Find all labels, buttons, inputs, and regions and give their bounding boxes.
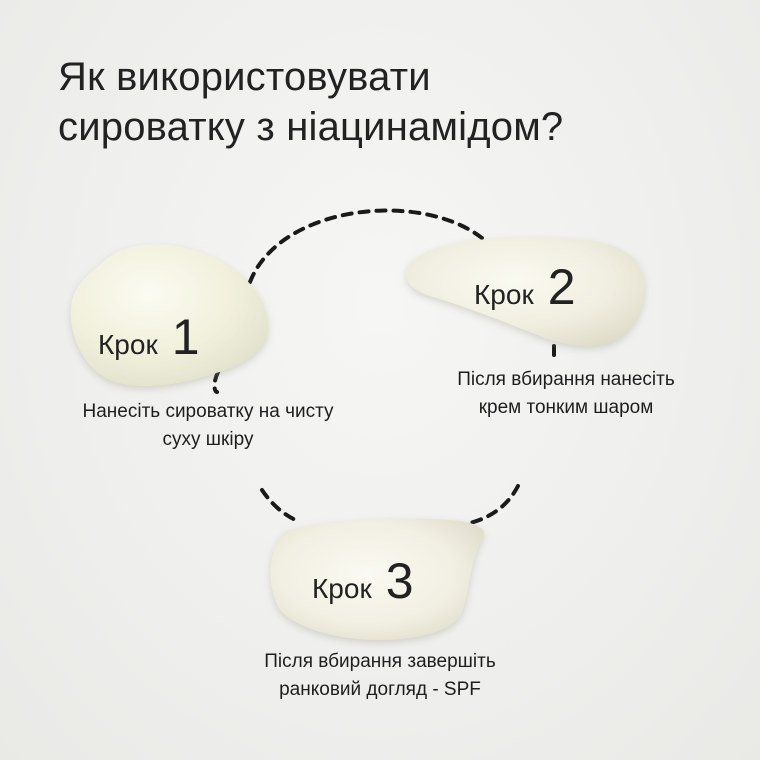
step-2-label: Крок 2	[474, 262, 576, 312]
step-2-desc-line-1: Після вбирання нанесіть	[457, 369, 675, 390]
page-title: Як використовувати сироватку з ніацинамі…	[58, 52, 698, 152]
step-1-label: Крок 1	[98, 312, 200, 362]
cream-smear-2	[405, 237, 645, 347]
cream-smear-3	[270, 518, 485, 640]
connector-1-3	[212, 370, 302, 524]
step-3-description: Після вбирання завершіть ранковий догляд…	[200, 648, 560, 704]
step-3-word: Крок	[312, 573, 372, 604]
step-3-label: Крок 3	[312, 556, 414, 606]
step-3-desc-line-2: ранковий догляд - SPF	[279, 679, 481, 700]
step-1-word: Крок	[98, 329, 158, 360]
step-3-desc-line-1: Після вбирання завершіть	[264, 651, 496, 672]
connector-2-3	[464, 344, 556, 526]
step-2-description: Після вбирання нанесіть крем тонким шаро…	[396, 366, 736, 422]
title-line-2: сироватку з ніацинамідом?	[58, 105, 564, 149]
step-2-desc-line-2: крем тонким шаром	[478, 397, 654, 418]
step-2-number: 2	[547, 259, 576, 315]
cream-smear-1	[70, 244, 269, 387]
step-1-desc-line-1: Нанесіть сироватку на чисту	[82, 401, 334, 422]
step-2-word: Крок	[474, 279, 534, 310]
title-line-1: Як використовувати	[58, 55, 431, 99]
step-1-number: 1	[171, 309, 200, 365]
step-1-description: Нанесіть сироватку на чисту суху шкіру	[20, 398, 396, 454]
step-3-number: 3	[385, 553, 414, 609]
step-1-desc-line-2: суху шкіру	[162, 429, 254, 450]
